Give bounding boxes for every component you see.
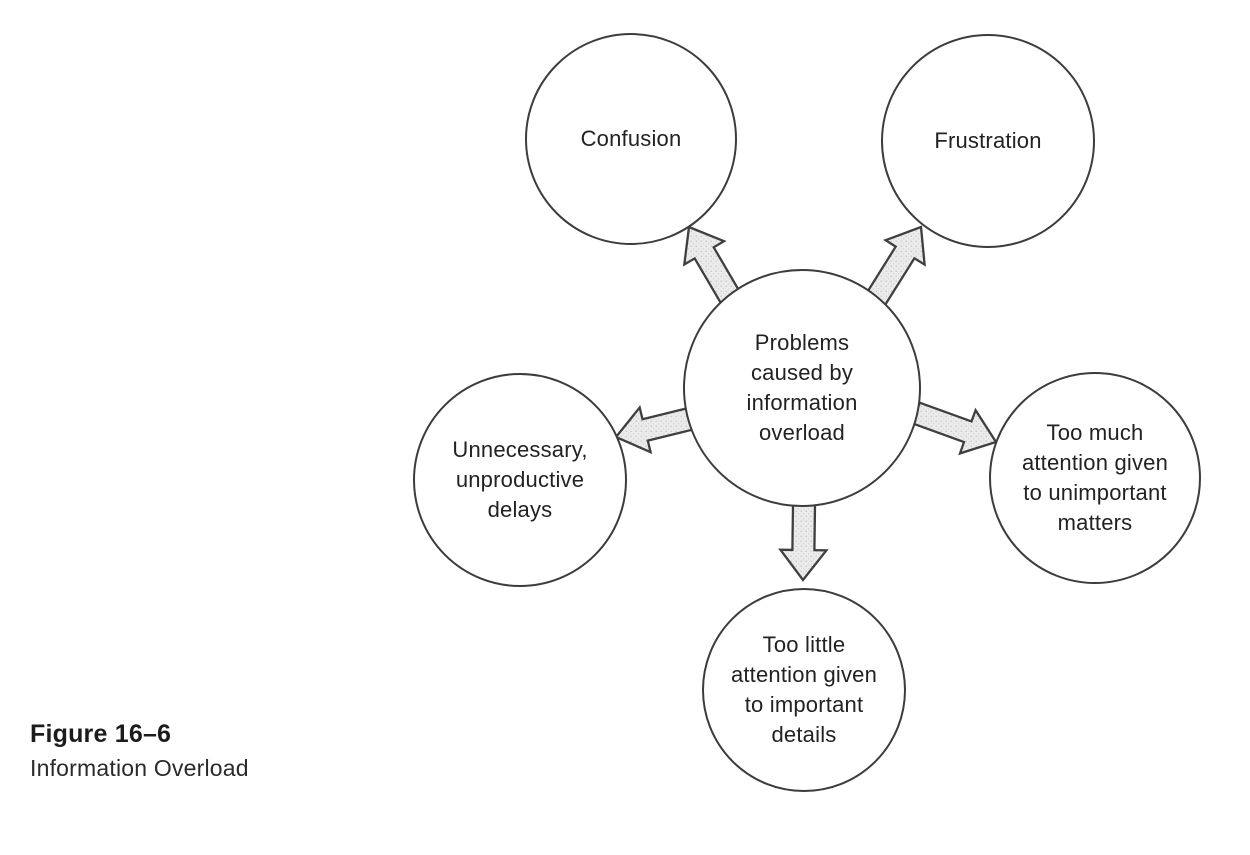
node-confusion: Confusion: [525, 33, 737, 245]
node-label: Problems caused by information overload: [746, 330, 858, 445]
arrow-to-too-much-attention: [910, 401, 998, 456]
node-label: Unnecessary, unproductive delays: [452, 437, 588, 522]
arrow-to-frustration: [863, 225, 926, 310]
node-label: Confusion: [580, 126, 682, 151]
node-label: Frustration: [934, 128, 1042, 153]
node-frustration: Frustration: [881, 34, 1095, 248]
node-label: Too much attention given to unimportant …: [1021, 420, 1169, 535]
node-too-little-attention: Too little attention given to important …: [702, 588, 906, 792]
node-problems-center: Problems caused by information overload: [683, 269, 921, 507]
figure-caption: Figure 16–6 Information Overload: [30, 720, 249, 782]
figure-title: Information Overload: [30, 755, 249, 781]
node-label: Too little attention given to important …: [730, 632, 878, 747]
arrow-to-too-little-attention: [778, 503, 829, 582]
node-too-much-attention: Too much attention given to unimportant …: [989, 372, 1201, 584]
arrow-to-confusion: [682, 225, 745, 310]
node-unnecessary-delays: Unnecessary, unproductive delays: [413, 373, 627, 587]
figure-number: Figure 16–6: [30, 720, 172, 748]
